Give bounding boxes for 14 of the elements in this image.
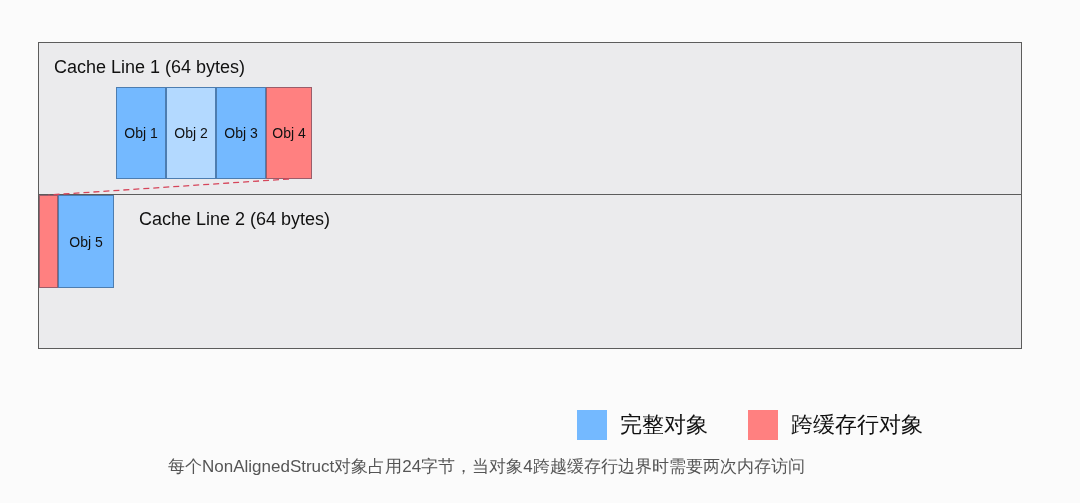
- caption: 每个NonAlignedStruct对象占用24字节，当对象4跨越缓存行边界时需要两次内存访问: [168, 456, 805, 478]
- dashed-connector: [47, 178, 290, 196]
- object-block: Obj 2: [166, 87, 216, 179]
- cache-line-panel: [38, 194, 1022, 349]
- cache-line-title: Cache Line 2 (64 bytes): [139, 208, 331, 230]
- object-block: Obj 4: [266, 87, 312, 179]
- object-block: Obj 1: [116, 87, 166, 179]
- object-block: Obj 3: [216, 87, 266, 179]
- cache-line-panel: [38, 42, 1022, 195]
- object-fragment-block: [39, 195, 58, 288]
- legend-label: 完整对象: [620, 411, 708, 439]
- object-block: Obj 5: [58, 195, 114, 288]
- legend-label: 跨缓存行对象: [791, 411, 923, 439]
- cache-line-title: Cache Line 1 (64 bytes): [54, 56, 246, 78]
